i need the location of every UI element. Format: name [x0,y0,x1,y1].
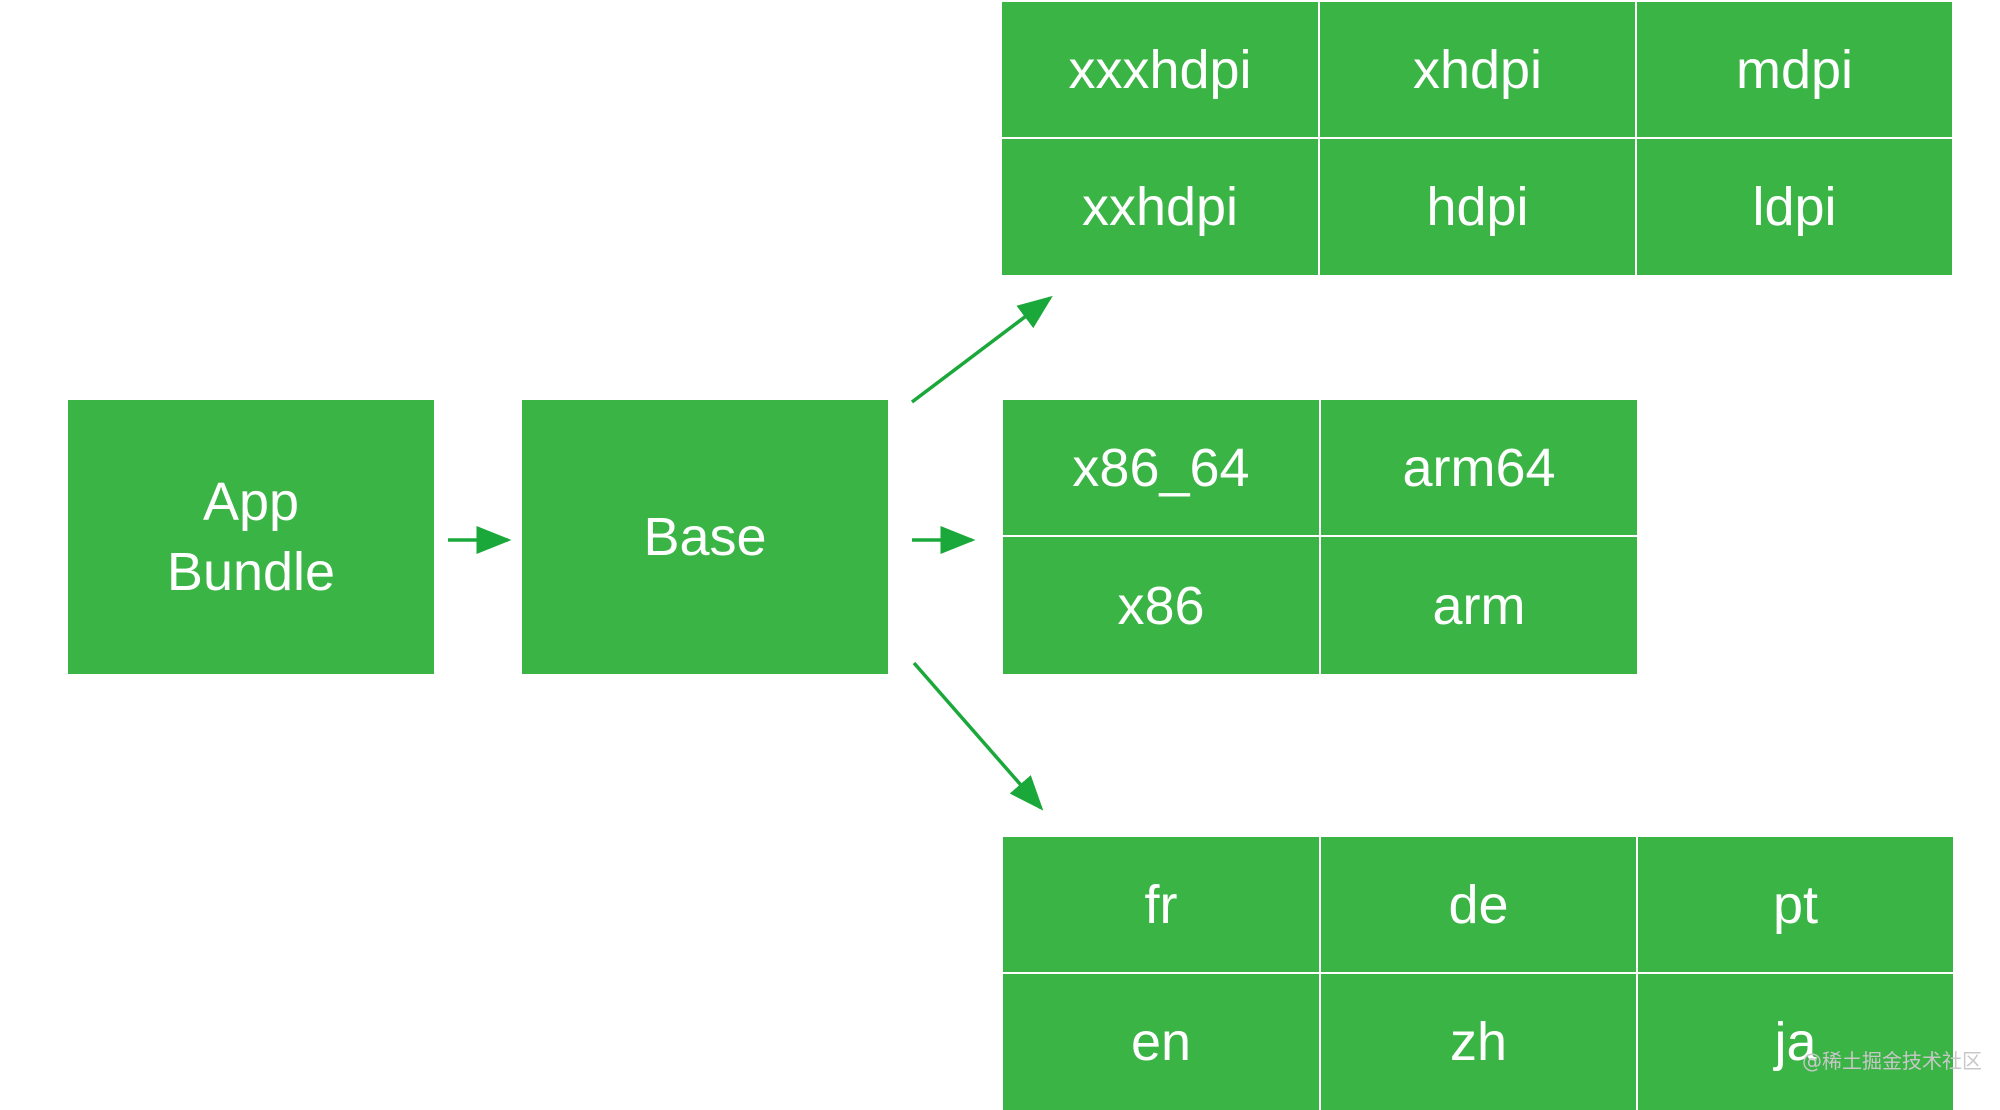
arrow-base-to-density [910,295,1053,404]
language-cell: pt [1638,837,1953,972]
arrow-base-to-language [912,661,1044,811]
language-cell: ja [1638,974,1953,1110]
app-bundle-label-line1: App [202,471,300,532]
language-label: en [1130,1012,1192,1072]
language-label: zh [1449,1012,1508,1072]
density-cell: mdpi [1637,2,1952,137]
abi-cell: x86_64 [1003,400,1319,535]
watermark: @稀土掘金技术社区 [1802,1049,1982,1073]
base-label: Base [643,506,767,567]
density-label: xxxhdpi [1068,39,1252,100]
language-cell: de [1321,837,1636,972]
language-label: fr [1144,874,1178,935]
abi-label: arm [1432,575,1526,636]
density-label: mdpi [1735,39,1854,100]
app-bundle-label-line2: Bundle [166,542,336,602]
language-label: pt [1772,874,1819,935]
abi-cell: arm [1321,537,1637,674]
language-cell: fr [1003,837,1319,972]
density-cell: hdpi [1320,139,1635,275]
abi-cell: arm64 [1321,400,1637,535]
density-cell: ldpi [1637,139,1952,275]
abi-label: x86_64 [1072,437,1250,498]
density-label: xhdpi [1412,39,1543,100]
abi-cell: x86 [1003,537,1319,674]
density-cell: xhdpi [1320,2,1635,137]
abi-label: x86 [1117,575,1205,636]
abi-label: arm64 [1402,437,1556,498]
density-label: hdpi [1426,177,1529,237]
density-label: ldpi [1752,177,1837,237]
density-cell: xxhdpi [1002,139,1318,275]
language-label: de [1448,874,1509,935]
base-box: Base [522,400,888,674]
density-cell: xxxhdpi [1002,2,1318,137]
language-cell: en [1003,974,1319,1110]
density-label: xxhdpi [1081,177,1239,237]
language-label: ja [1774,1012,1817,1072]
language-cell: zh [1321,974,1636,1110]
app-bundle-box: App Bundle [68,400,434,674]
